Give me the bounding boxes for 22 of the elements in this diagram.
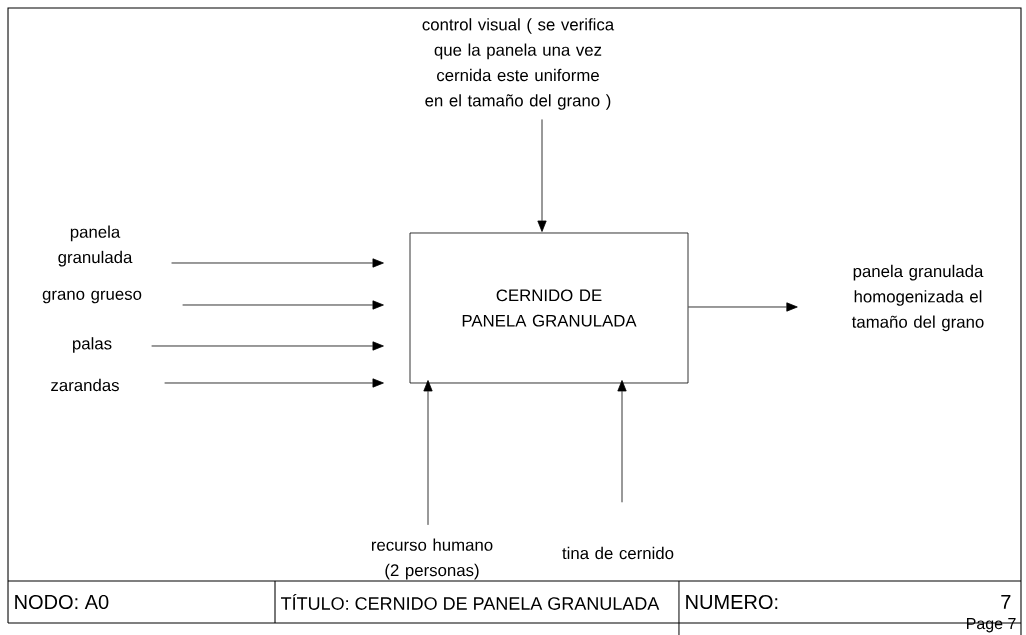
input-label: panela granulada: [58, 225, 133, 267]
arrow: [171, 258, 384, 268]
node-cell: NODO: A0: [15, 594, 109, 610]
input-label: grano grueso: [42, 290, 142, 304]
arrow: [182, 300, 384, 310]
arrow: [151, 341, 384, 351]
control-label: control visual ( se verifica que la panela una vez cernida este uniforme en el tamaño del grano ): [422, 18, 615, 110]
arrow: [617, 380, 627, 503]
arrow: [423, 380, 433, 526]
arrow: [688, 302, 798, 312]
input-label: zarandas: [51, 378, 119, 392]
arrow: [537, 119, 547, 232]
arrow: [164, 378, 384, 388]
mechanism-label: tina de cernido: [562, 546, 674, 560]
input-label: palas: [73, 337, 112, 353]
title-cell: TÍTULO: CERNIDO DE PANELA GRANULADA: [281, 594, 660, 610]
number-value: 7: [1001, 595, 1011, 609]
process-box: CERNIDO DE PANELA GRANULADA: [409, 232, 689, 384]
page-number: Page 7: [967, 618, 1016, 633]
number-label: NUMERO:: [686, 594, 778, 610]
output-label: panela granulada homogenizada el tamaño del grano: [851, 264, 984, 332]
mechanism-label: recurso humano (2 personas): [371, 538, 493, 580]
